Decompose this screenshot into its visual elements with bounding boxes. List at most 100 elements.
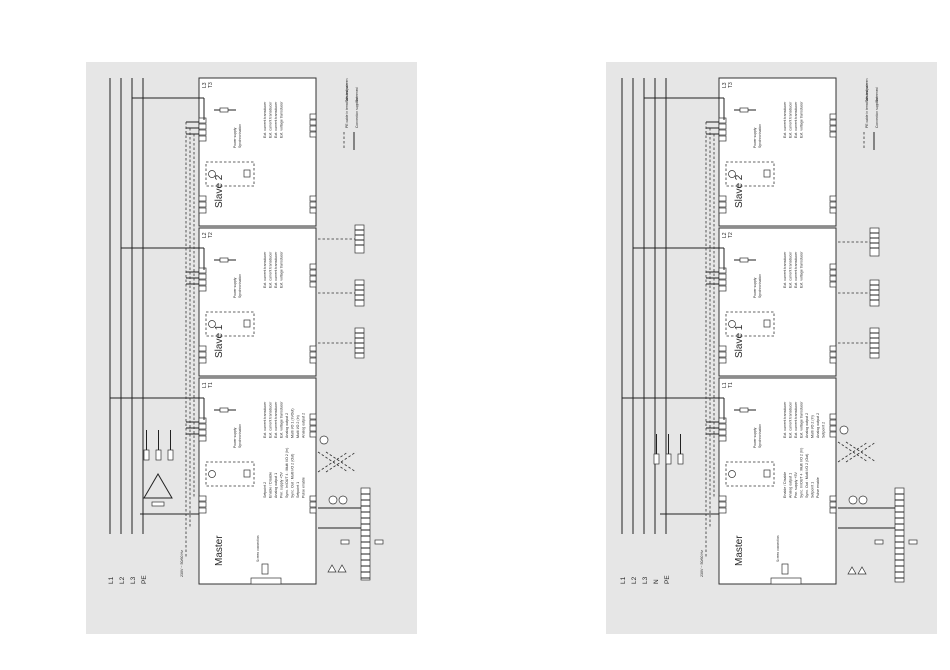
terminal xyxy=(198,279,207,286)
unit-box xyxy=(718,377,837,585)
unit-function-label: Setpoint 1 xyxy=(811,482,815,498)
crossed-cable xyxy=(845,441,877,463)
unit-function-label: Setpoint 1 xyxy=(296,482,300,498)
analog-output-meter xyxy=(319,435,329,445)
sync-connector xyxy=(208,470,216,478)
sync-module-frame xyxy=(725,161,775,187)
terminal xyxy=(829,345,837,352)
terminal xyxy=(718,207,727,214)
unit-function-label: Ext. current transducer xyxy=(263,401,267,438)
terminal xyxy=(309,281,317,288)
analog-output-meter xyxy=(858,495,868,505)
terminal xyxy=(198,207,207,214)
terminal xyxy=(829,495,837,502)
external-io-strip xyxy=(360,487,371,581)
terminal xyxy=(718,285,727,292)
io-resistor xyxy=(340,539,350,545)
fuse xyxy=(219,107,229,113)
unit-line-terminal: L2 xyxy=(722,232,728,238)
unit-function-label: Ext. current transducer xyxy=(789,401,793,438)
terminal xyxy=(198,285,207,292)
supply-voltage-note: 230V ~ 50/60 Hz xyxy=(180,550,184,577)
unit-function-label: Ext. current transducer xyxy=(789,251,793,288)
unit-function-label: Ext. voltage transducer xyxy=(280,100,284,138)
terminal xyxy=(718,507,727,514)
terminal xyxy=(198,429,207,436)
unit-box xyxy=(198,77,317,227)
terminal xyxy=(829,125,837,132)
unit-load-terminal: T3 xyxy=(728,82,734,88)
legend-text: Connection supplied xyxy=(875,97,879,128)
terminal xyxy=(309,431,317,438)
sync-connector xyxy=(728,320,736,328)
legend-text: Twisted pair xyxy=(865,83,869,102)
unit-small-label: Power supply xyxy=(753,427,757,448)
external-io-strip xyxy=(894,487,905,583)
unit-function-label: Ext. voltage transducer xyxy=(280,400,284,438)
unit-function-label: Ext. current transducer xyxy=(794,251,798,288)
screen-connection-label: Screen connection xyxy=(256,535,260,562)
terminal xyxy=(718,135,727,142)
master-bottom-connector xyxy=(250,577,282,585)
unit-small-label: Power supply xyxy=(233,427,237,448)
unit-box xyxy=(718,227,837,377)
pulse-enable-symbol xyxy=(327,564,337,573)
fuse xyxy=(739,257,749,263)
sync-socket xyxy=(763,169,771,178)
io-resistor xyxy=(908,539,918,545)
pulse-enable-symbol xyxy=(337,564,347,573)
unit-function-label: Multi I/O 2 (In) xyxy=(296,415,300,438)
unit-function-label: Enable / Disable xyxy=(269,472,273,498)
master-relay xyxy=(781,563,789,575)
fuse xyxy=(219,257,229,263)
terminal xyxy=(829,425,837,432)
sync-socket xyxy=(243,319,251,328)
unit-function-label: Ext. current transducer xyxy=(263,251,267,288)
terminal xyxy=(198,357,207,364)
voltage-divider-resistor xyxy=(155,449,162,461)
unit-function-label: Ext. current transducer xyxy=(269,251,273,288)
sync-connector xyxy=(208,170,216,178)
terminal xyxy=(309,501,317,508)
io-resistor xyxy=(374,539,384,545)
terminal xyxy=(309,507,317,514)
unit-function-label: Analog output 2 xyxy=(285,413,289,438)
unit-small-label: Synchronisation xyxy=(238,424,242,448)
terminal xyxy=(309,413,317,420)
terminal xyxy=(198,501,207,508)
terminal xyxy=(718,129,727,136)
unit-small-label: Power supply xyxy=(233,127,237,148)
unit-small-label: Power supply xyxy=(233,277,237,298)
unit-function-label: Ext. current transducer xyxy=(789,101,793,138)
sync-connector xyxy=(728,170,736,178)
terminal xyxy=(718,117,727,124)
supply-line-label: N xyxy=(653,579,660,584)
unit-line-terminal: L1 xyxy=(202,382,208,388)
sync-socket xyxy=(763,469,771,478)
terminal xyxy=(198,507,207,514)
unit-load-terminal: T2 xyxy=(208,232,214,238)
unit-function-label: Ext. current transducer xyxy=(274,251,278,288)
unit-load-terminal: T1 xyxy=(208,382,214,388)
unit-title: Master xyxy=(734,535,745,566)
terminal xyxy=(829,131,837,138)
terminal xyxy=(309,351,317,358)
unit-function-label: Pwr. supply +5V xyxy=(794,472,798,498)
voltage-divider-resistor xyxy=(665,453,672,465)
terminal xyxy=(198,417,207,424)
terminal xyxy=(198,117,207,124)
unit-function-label: Enable / Disable xyxy=(783,472,787,498)
terminal xyxy=(198,435,207,442)
terminal xyxy=(309,425,317,432)
unit-function-label: Analog output 2 xyxy=(805,413,809,438)
sync-module-frame xyxy=(205,161,255,187)
legend-text: PE cable in terminals and screen xyxy=(865,78,869,128)
sync-module-frame xyxy=(205,311,255,337)
unit-small-label: Synchronisation xyxy=(758,124,762,148)
supply-line-label: L1 xyxy=(108,576,115,584)
unit-box xyxy=(718,77,837,227)
fuse xyxy=(739,407,749,413)
external-terminal-block xyxy=(869,279,880,307)
terminal xyxy=(198,135,207,142)
unit-function-label: Ext. current transducer xyxy=(794,101,798,138)
